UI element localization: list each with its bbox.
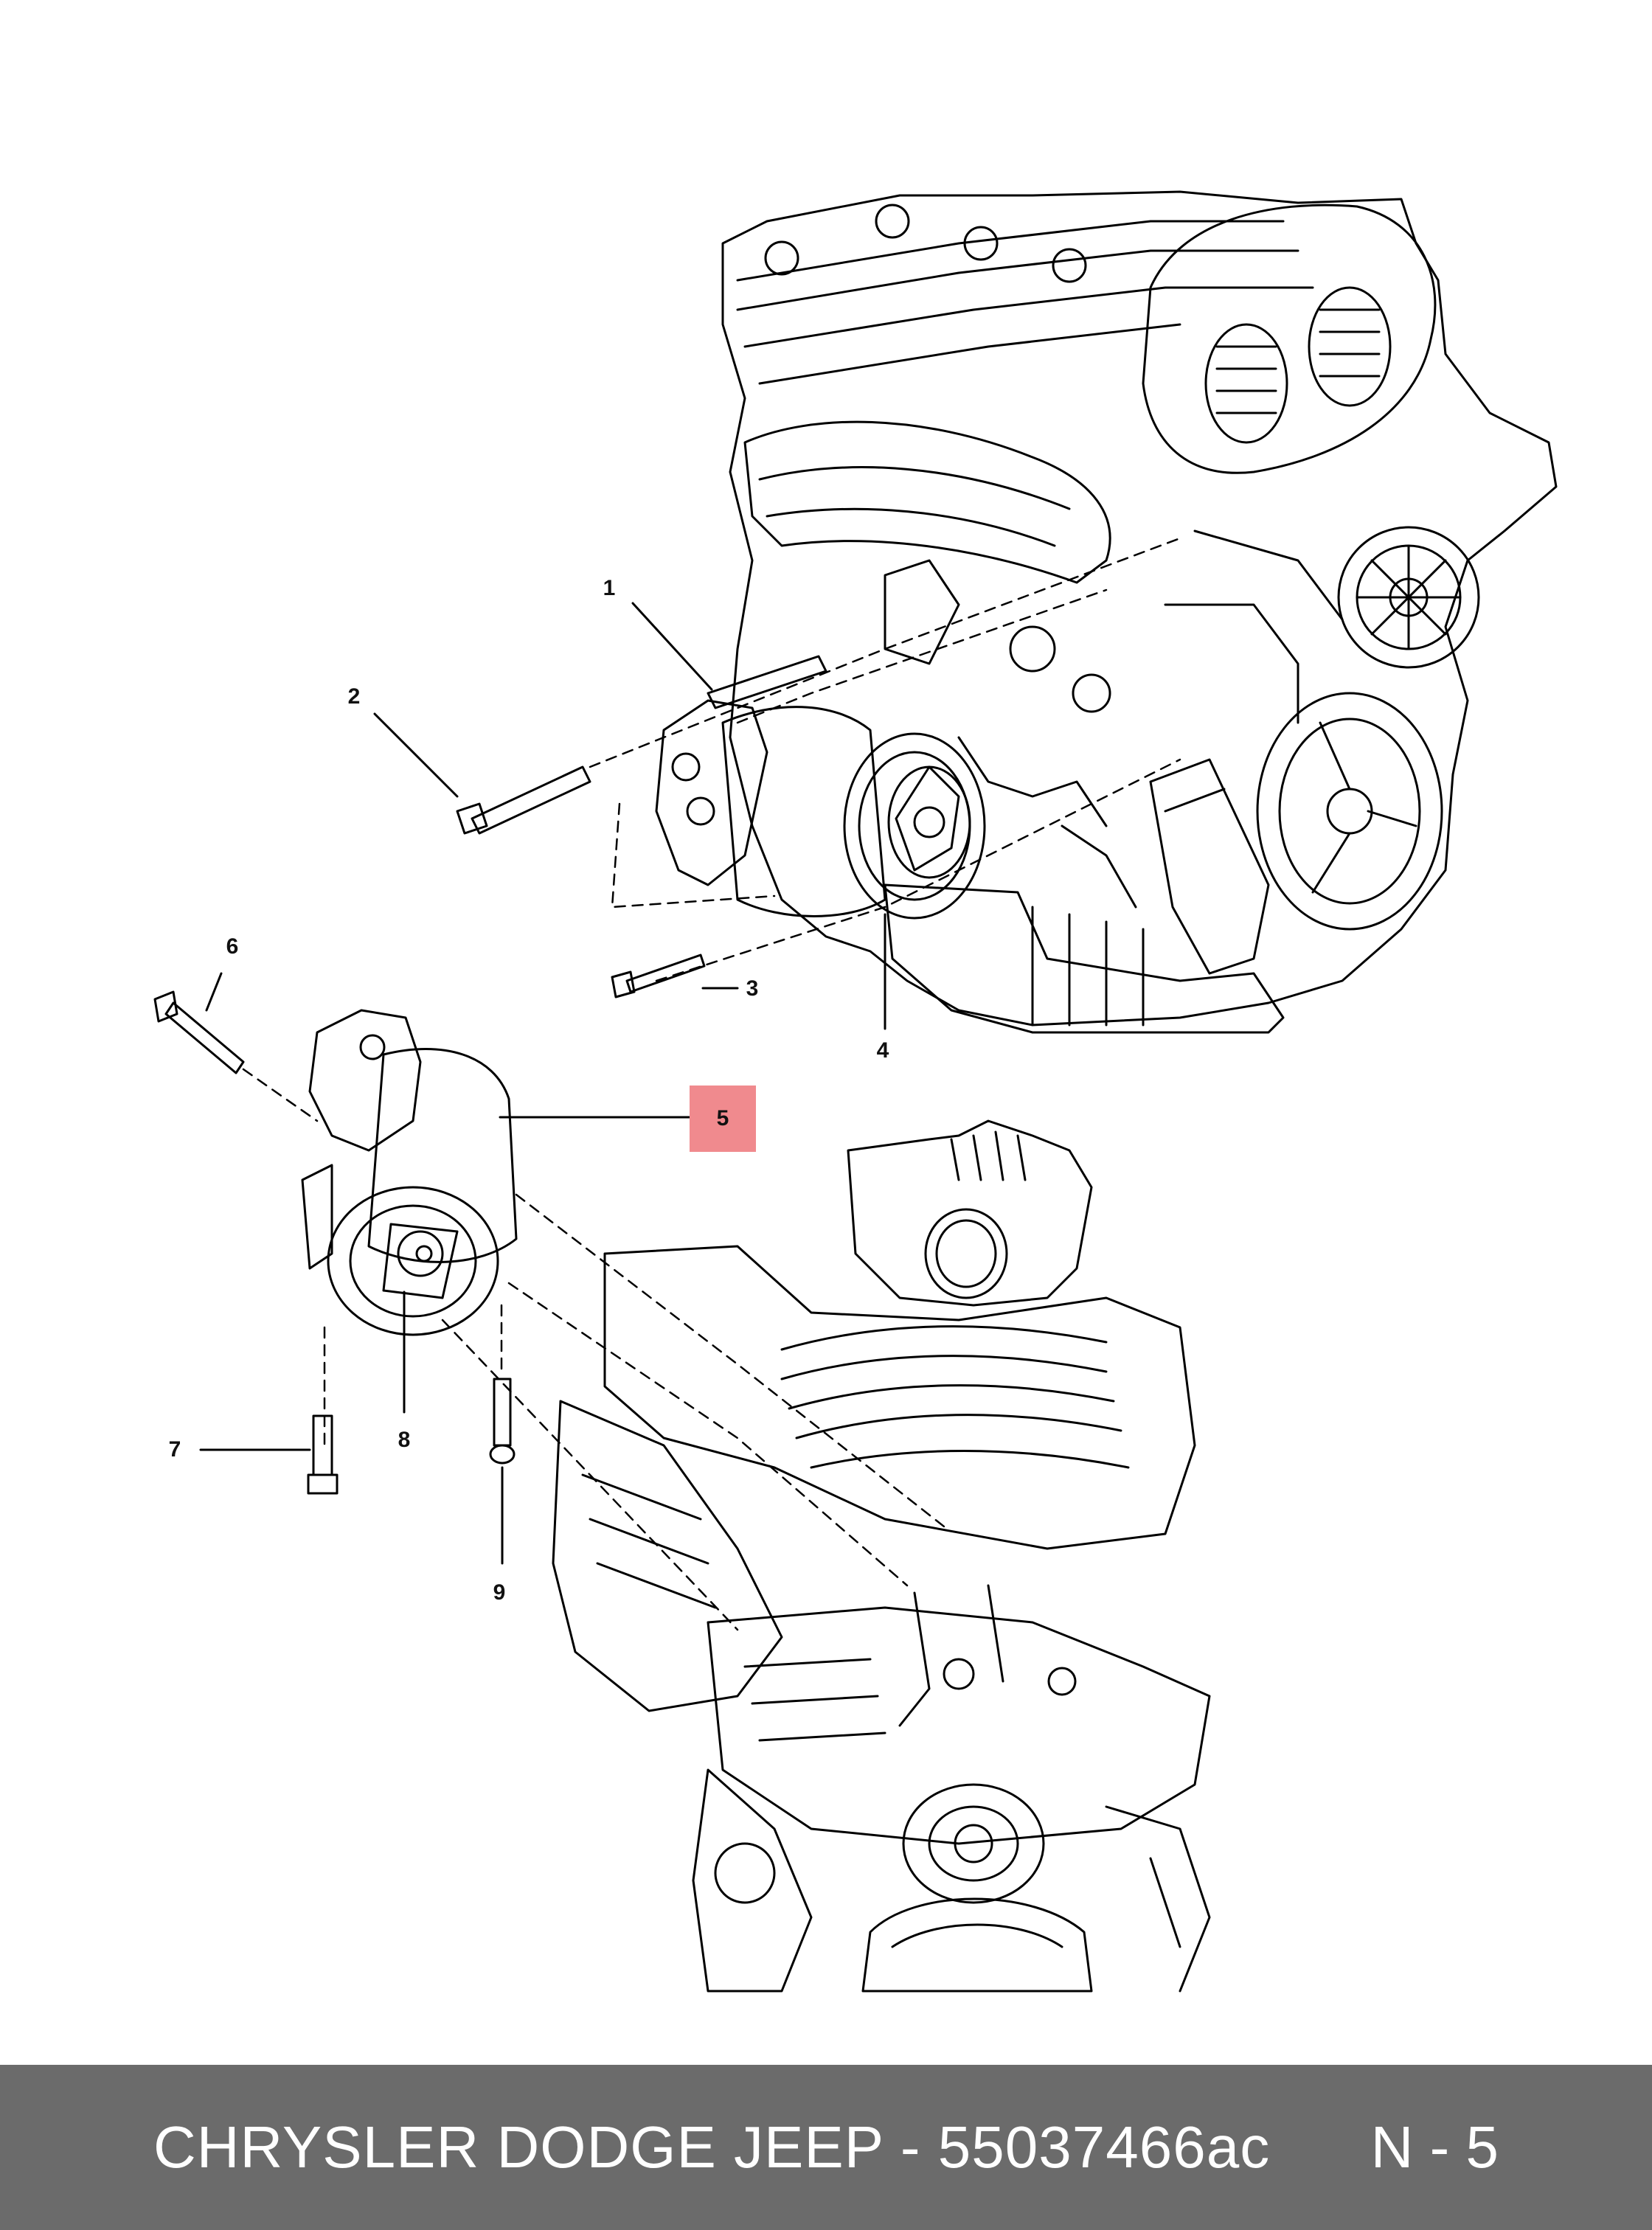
callout-6: 6 [226,934,239,959]
callout-5-highlighted: 5 [690,1086,756,1152]
callout-7: 7 [168,1437,181,1462]
callout-8: 8 [398,1428,411,1452]
lower-fasteners [153,990,516,1495]
leader-lines [199,602,886,1565]
upper-fasteners [456,655,827,998]
upper-compressor-illustration [655,699,986,920]
callout-3: 3 [746,976,759,1001]
callout-4: 4 [876,1038,889,1063]
lower-compressor-illustration [301,1009,518,1336]
callout-9: 9 [493,1580,506,1605]
callout-2: 2 [347,684,361,709]
exploded-parts-diagram [153,190,1558,1993]
upper-engine-illustration [721,190,1558,1034]
callout-1: 1 [603,576,616,600]
footer-title: CHRYSLER DODGE JEEP - 55037466ac [153,2114,1271,2180]
footer-code: N - 5 [1370,2114,1499,2180]
lower-engine-illustration [552,1119,1211,1993]
footer-bar: CHRYSLER DODGE JEEP - 55037466ac N - 5 [0,2065,1652,2230]
lower-assembly-dashes [242,1068,945,1631]
upper-assembly-dashes [589,537,1181,982]
